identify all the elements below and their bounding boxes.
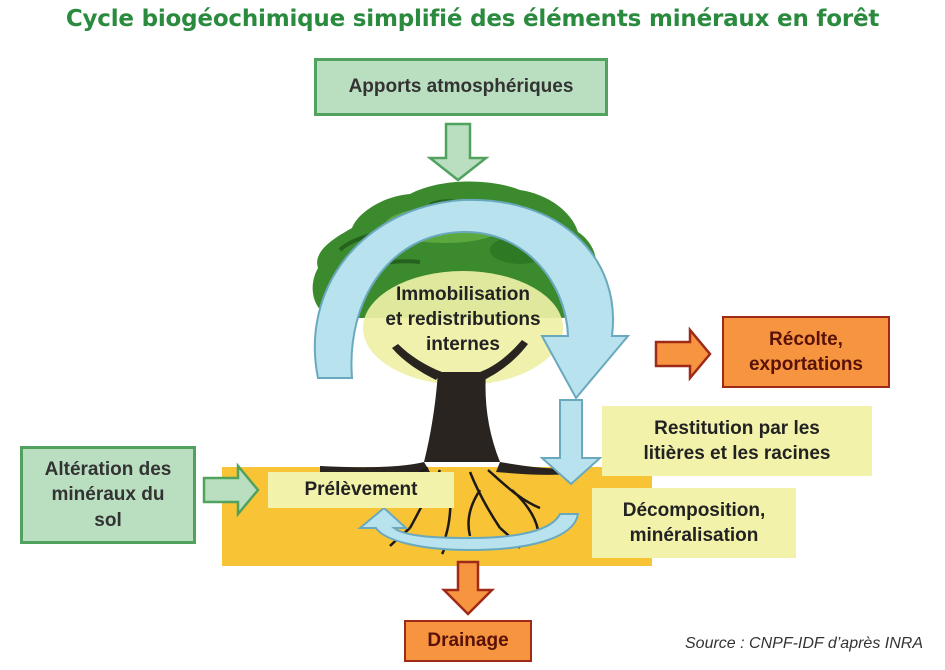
recolte-box: Récolte, exportations xyxy=(722,316,890,388)
diagram-title: Cycle biogéochimique simplifié des éléme… xyxy=(65,6,880,32)
prelevement-label: Prélèvement xyxy=(304,479,418,500)
alteration-arrow xyxy=(202,462,260,518)
cycle-arrow-canopy xyxy=(313,198,631,400)
apports-box: Apports atmosphériques xyxy=(314,58,608,116)
recolte-arrow xyxy=(654,326,712,382)
soil-cycle-arrow xyxy=(357,506,580,552)
recolte-label: Récolte, exportations xyxy=(748,328,864,375)
restitution-label: Restitution par les litières et les raci… xyxy=(643,417,831,464)
apports-label: Apports atmosphériques xyxy=(348,76,574,97)
tree-trunk xyxy=(320,340,572,475)
apports-arrow xyxy=(426,122,490,182)
restitution-arrow xyxy=(539,399,603,486)
decomposition-box: Décomposition, minéralisation xyxy=(592,488,796,558)
decomposition-label: Décomposition, minéralisation xyxy=(622,499,766,546)
prelevement-box: Prélèvement xyxy=(268,472,454,508)
immobilisation-label: Immobilisation et redistributions intern… xyxy=(385,284,541,356)
restitution-box: Restitution par les litières et les raci… xyxy=(602,406,872,476)
source-note: Source : CNPF-IDF d’après INRA xyxy=(685,635,923,652)
drainage-label: Drainage xyxy=(427,630,509,651)
drainage-arrow xyxy=(440,560,496,616)
drainage-box: Drainage xyxy=(404,620,532,662)
alteration-box: Altération des minéraux du sol xyxy=(20,446,196,544)
alteration-label: Altération des minéraux du sol xyxy=(44,459,172,531)
